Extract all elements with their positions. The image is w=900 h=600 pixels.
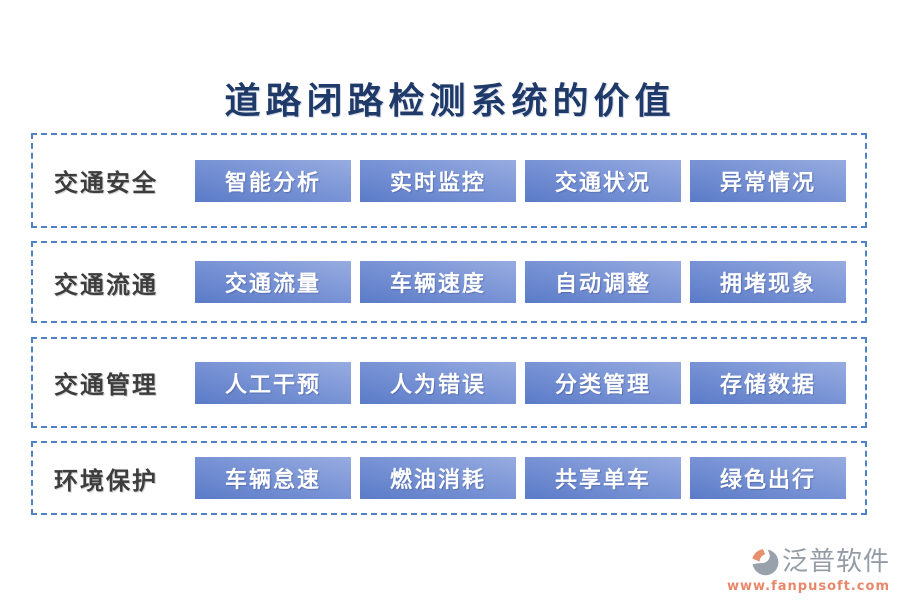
value-category-row: 环境保护 车辆怠速 燃油消耗 共享单车 绿色出行 xyxy=(31,441,867,515)
category-label: 交通管理 xyxy=(54,370,158,399)
brand-name: 泛普软件 xyxy=(781,547,890,577)
value-button[interactable]: 自动调整 xyxy=(525,261,681,303)
value-button[interactable]: 燃油消耗 xyxy=(360,457,516,499)
value-button[interactable]: 异常情况 xyxy=(690,159,846,202)
fanpu-logo-icon xyxy=(752,549,779,576)
value-button[interactable]: 分类管理 xyxy=(525,361,681,404)
category-buttons: 交通流量 车辆速度 自动调整 拥堵现象 xyxy=(195,261,865,303)
value-button[interactable]: 交通状况 xyxy=(525,159,681,202)
value-category-row: 交通流通 交通流量 车辆速度 自动调整 拥堵现象 xyxy=(31,241,867,323)
category-buttons: 智能分析 实时监控 交通状况 异常情况 xyxy=(195,159,865,202)
value-button[interactable]: 智能分析 xyxy=(195,159,351,202)
value-button[interactable]: 车辆怠速 xyxy=(195,457,351,499)
category-buttons: 车辆怠速 燃油消耗 共享单车 绿色出行 xyxy=(195,457,865,499)
category-buttons: 人工干预 人为错误 分类管理 存储数据 xyxy=(195,361,865,404)
value-button[interactable]: 实时监控 xyxy=(360,159,516,202)
category-label: 交通安全 xyxy=(54,168,158,197)
value-button[interactable]: 人为错误 xyxy=(360,361,516,404)
page-title: 道路闭路检测系统的价值 xyxy=(224,80,676,122)
value-button[interactable]: 存储数据 xyxy=(690,361,846,404)
value-category-row: 交通管理 人工干预 人为错误 分类管理 存储数据 xyxy=(31,337,867,428)
category-label: 交通流通 xyxy=(54,269,158,299)
category-label: 环境保护 xyxy=(54,465,158,495)
value-button[interactable]: 共享单车 xyxy=(525,457,681,499)
value-button[interactable]: 拥堵现象 xyxy=(690,261,846,303)
value-button[interactable]: 交通流量 xyxy=(195,261,351,303)
brand-footer: 泛普软件 www.fanpusoft.com xyxy=(727,547,890,594)
brand-line: 泛普软件 xyxy=(727,547,890,577)
brand-url: www.fanpusoft.com xyxy=(726,579,890,594)
value-category-row: 交通安全 智能分析 实时监控 交通状况 异常情况 xyxy=(31,133,867,228)
value-button[interactable]: 绿色出行 xyxy=(690,457,846,499)
value-button[interactable]: 车辆速度 xyxy=(360,261,516,303)
value-button[interactable]: 人工干预 xyxy=(195,361,351,404)
